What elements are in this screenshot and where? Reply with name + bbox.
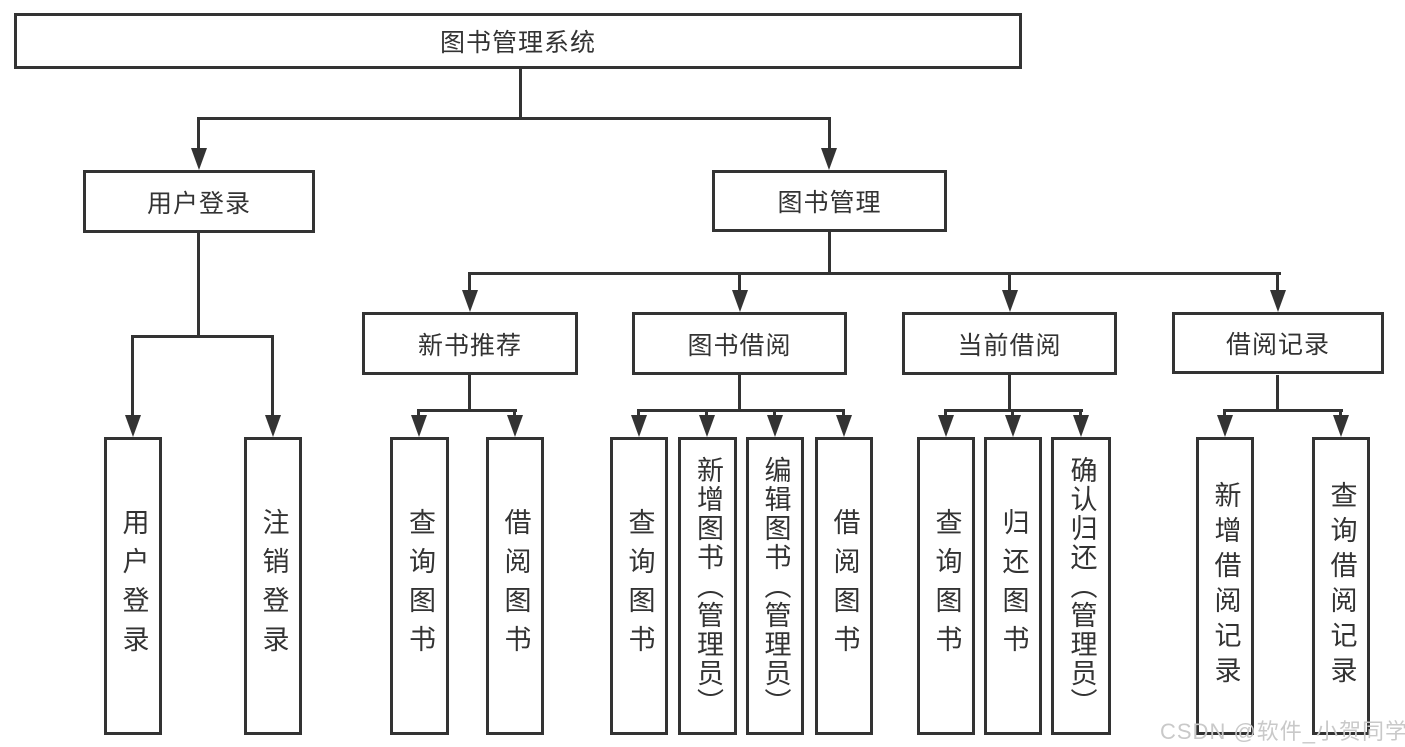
connector-root-rail (198, 117, 831, 120)
leaf-borrow-books-borrow-label: 借阅图书 (829, 508, 860, 664)
node-borrow-records-label: 借阅记录 (1225, 331, 1330, 359)
leaf-add-borrow-record: 新增借阅记录 (1196, 437, 1254, 735)
arrowhead-borrow-records (1270, 290, 1286, 312)
connector-drop-add-borrow-record (1223, 409, 1226, 418)
connector-new-book-rec-stem (468, 375, 471, 411)
connector-drop-book-mgmt (828, 117, 831, 150)
arrowhead-confirm-return (1073, 415, 1089, 437)
leaf-borrow-books-borrow: 借阅图书 (815, 437, 873, 735)
node-user-login-label: 用户登录 (146, 189, 251, 218)
arrowhead-query-books-rec (411, 415, 427, 437)
arrowhead-query-borrow-record (1333, 415, 1349, 437)
connector-book-borrow-stem (738, 375, 741, 411)
connector-drop-query-books-rec (417, 409, 420, 418)
connector-book-mgmt-stem (828, 232, 831, 274)
node-book-borrow: 图书借阅 (632, 312, 847, 375)
arrowhead-leaf-logout (265, 415, 281, 437)
leaf-query-borrow-record-label: 查询借阅记录 (1326, 481, 1357, 691)
arrowhead-add-borrow-record (1217, 415, 1233, 437)
leaf-add-borrow-record-label: 新增借阅记录 (1210, 481, 1241, 691)
node-new-book-rec-label: 新书推荐 (417, 331, 522, 360)
leaf-logout-label: 注销登录 (258, 508, 289, 664)
leaf-user-login-label: 用户登录 (118, 508, 149, 664)
leaf-query-books-borrow-label: 查询图书 (624, 508, 655, 664)
connector-drop-confirm-return (1079, 409, 1082, 418)
node-user-login: 用户登录 (83, 170, 315, 233)
connector-book-borrow-rail (637, 409, 845, 412)
leaf-logout: 注销登录 (244, 437, 302, 735)
leaf-confirm-return-admin-label: 确认归还（管理员） (1066, 455, 1097, 717)
watermark: CSDN @软件_小贺同学 (1160, 719, 1405, 744)
arrowhead-add-books-admin (699, 415, 715, 437)
leaf-query-books-current-label: 查询图书 (931, 508, 962, 664)
node-current-borrow: 当前借阅 (902, 312, 1117, 375)
arrowhead-book-mgmt (821, 148, 837, 170)
arrowhead-query-books-current (938, 415, 954, 437)
leaf-query-books-rec: 查询图书 (390, 437, 449, 735)
connector-current-borrow-stem (1008, 375, 1011, 411)
leaf-return-books-label: 归还图书 (998, 508, 1029, 664)
arrowhead-current-borrow (1002, 290, 1018, 312)
connector-drop-leaf-logout (271, 335, 274, 417)
connector-drop-new-book-rec (468, 272, 471, 292)
connector-drop-book-borrow (738, 272, 741, 292)
connector-new-book-rec-rail (417, 409, 517, 412)
arrowhead-new-book-rec (462, 290, 478, 312)
arrowhead-book-borrow (732, 290, 748, 312)
node-new-book-rec: 新书推荐 (362, 312, 578, 375)
leaf-confirm-return-admin: 确认归还（管理员） (1051, 437, 1111, 735)
connector-drop-user-login (197, 117, 200, 150)
leaf-add-books-admin: 新增图书（管理员） (678, 437, 737, 735)
connector-user-login-stem (197, 233, 200, 336)
leaf-user-login: 用户登录 (104, 437, 162, 735)
connector-user-login-rail (131, 335, 274, 338)
leaf-query-books-borrow: 查询图书 (610, 437, 668, 735)
arrowhead-query-books-borrow (631, 415, 647, 437)
node-current-borrow-label: 当前借阅 (957, 331, 1062, 360)
connector-drop-borrow-books-rec (513, 409, 516, 418)
connector-drop-current-borrow (1008, 272, 1011, 292)
node-root: 图书管理系统 (14, 13, 1022, 69)
leaf-query-books-rec-label: 查询图书 (405, 508, 435, 664)
connector-borrow-records-rail (1223, 409, 1343, 412)
node-book-mgmt-label: 图书管理 (777, 189, 882, 217)
connector-drop-query-books-current (944, 409, 947, 418)
node-book-mgmt: 图书管理 (712, 170, 947, 232)
connector-drop-edit-books-admin (773, 409, 776, 418)
arrowhead-user-login (191, 148, 207, 170)
leaf-edit-books-admin-label: 编辑图书（管理员） (760, 455, 791, 717)
connector-root-stem (519, 69, 522, 120)
node-borrow-records: 借阅记录 (1172, 312, 1384, 374)
leaf-query-books-current: 查询图书 (917, 437, 975, 735)
leaf-return-books: 归还图书 (984, 437, 1042, 735)
leaf-add-books-admin-label: 新增图书（管理员） (693, 455, 723, 717)
leaf-borrow-books-rec-label: 借阅图书 (500, 508, 531, 664)
node-book-borrow-label: 图书借阅 (687, 331, 792, 360)
leaf-query-borrow-record: 查询借阅记录 (1312, 437, 1370, 735)
connector-drop-add-books-admin (705, 409, 708, 418)
arrowhead-borrow-books-borrow (836, 415, 852, 437)
arrowhead-borrow-books-rec (507, 415, 523, 437)
connector-book-mgmt-rail (468, 272, 1281, 275)
connector-drop-leaf-user-login (131, 335, 134, 417)
arrowhead-edit-books-admin (767, 415, 783, 437)
connector-drop-query-borrow-record (1339, 409, 1342, 418)
connector-borrow-records-stem (1276, 375, 1279, 411)
arrowhead-leaf-user-login (125, 415, 141, 437)
connector-drop-query-books-borrow (637, 409, 640, 418)
connector-drop-return-books (1011, 409, 1014, 418)
connector-drop-borrow-records (1276, 272, 1279, 292)
node-root-label: 图书管理系统 (439, 29, 596, 57)
leaf-edit-books-admin: 编辑图书（管理员） (746, 437, 804, 735)
connector-drop-borrow-books-borrow (842, 409, 845, 418)
arrowhead-return-books (1005, 415, 1021, 437)
leaf-borrow-books-rec: 借阅图书 (486, 437, 544, 735)
